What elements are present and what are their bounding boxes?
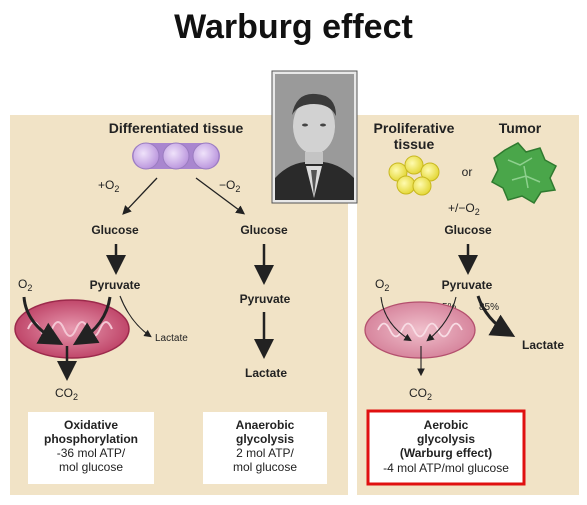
proliferative-tissue-line1: Proliferative [374, 120, 455, 136]
glucose-label-left: Glucose [91, 223, 139, 237]
oxphos-line3: -36 mol ATP/ [57, 446, 126, 460]
differentiated-tissue-label: Differentiated tissue [109, 120, 244, 136]
co2-label-left: CO2 [55, 386, 78, 402]
o2-label-left: O2 [18, 277, 32, 293]
lactate-label-small: Lactate [155, 333, 188, 344]
plus-o2-label: +O2 [98, 178, 119, 194]
minus-o2-label: −O2 [219, 178, 240, 194]
proliferative-tissue-line2: tissue [394, 136, 435, 152]
oxphos-line1: Oxidative [64, 418, 118, 432]
tumor-label: Tumor [499, 120, 542, 136]
anaerobic-box [203, 412, 327, 484]
glucose-label-right: Glucose [240, 223, 288, 237]
oxphos-box [28, 412, 154, 484]
page-title: Warburg effect [174, 8, 413, 46]
mitochondrion-icon [14, 299, 130, 359]
proliferative-cell-icon [388, 155, 440, 196]
arrow-pyruvate-into-mitochondrion-right [426, 296, 457, 342]
pyruvate-label-right: Pyruvate [240, 292, 291, 306]
aerobic-line3: (Warburg effect) [400, 446, 492, 460]
co2-label-right: CO2 [409, 386, 432, 402]
oxphos-line4: mol glucose [59, 460, 123, 474]
arrow-cell-to-glucose-right [195, 177, 246, 215]
arrow-cell-to-glucose-left [122, 177, 158, 215]
anaerobic-line1: Anaerobic [236, 418, 295, 432]
pyruvate-label-right-panel: Pyruvate [442, 278, 493, 292]
pct-85-label: 85% [479, 302, 499, 313]
anaerobic-line4: mol glucose [233, 460, 297, 474]
lactate-label-right-panel: Lactate [522, 338, 564, 352]
cell-icon [132, 142, 220, 170]
anaerobic-line3: 2 mol ATP/ [236, 446, 294, 460]
aerobic-line2: glycolysis [417, 432, 475, 446]
arrow-pyruvate-to-lactate-small [119, 295, 152, 338]
glucose-label-right-panel: Glucose [444, 223, 492, 237]
arrow-o2-into-mitochondrion-right [380, 296, 412, 342]
o2-label-right: O2 [375, 277, 389, 293]
tumor-cell-icon [491, 142, 557, 205]
arrow-o2-into-mitochondrion [22, 296, 64, 345]
plus-minus-o2-label: +/−O2 [448, 201, 480, 217]
aerobic-line1: Aerobic [424, 418, 469, 432]
aerobic-line4: -4 mol ATP/mol glucose [383, 461, 509, 475]
anaerobic-line2: glycolysis [236, 432, 294, 446]
mitochondrion-icon-right [364, 301, 476, 359]
pyruvate-label-left: Pyruvate [90, 278, 141, 292]
portrait-photo [271, 70, 358, 204]
oxphos-line2: phosphorylation [44, 432, 138, 446]
or-label: or [462, 165, 473, 179]
arrow-pyruvate-into-mitochondrion [72, 296, 112, 346]
aerobic-glycolysis-box [366, 409, 526, 486]
arrow-pyruvate-to-lactate-right-panel [476, 295, 516, 338]
lactate-label-right: Lactate [245, 366, 287, 380]
